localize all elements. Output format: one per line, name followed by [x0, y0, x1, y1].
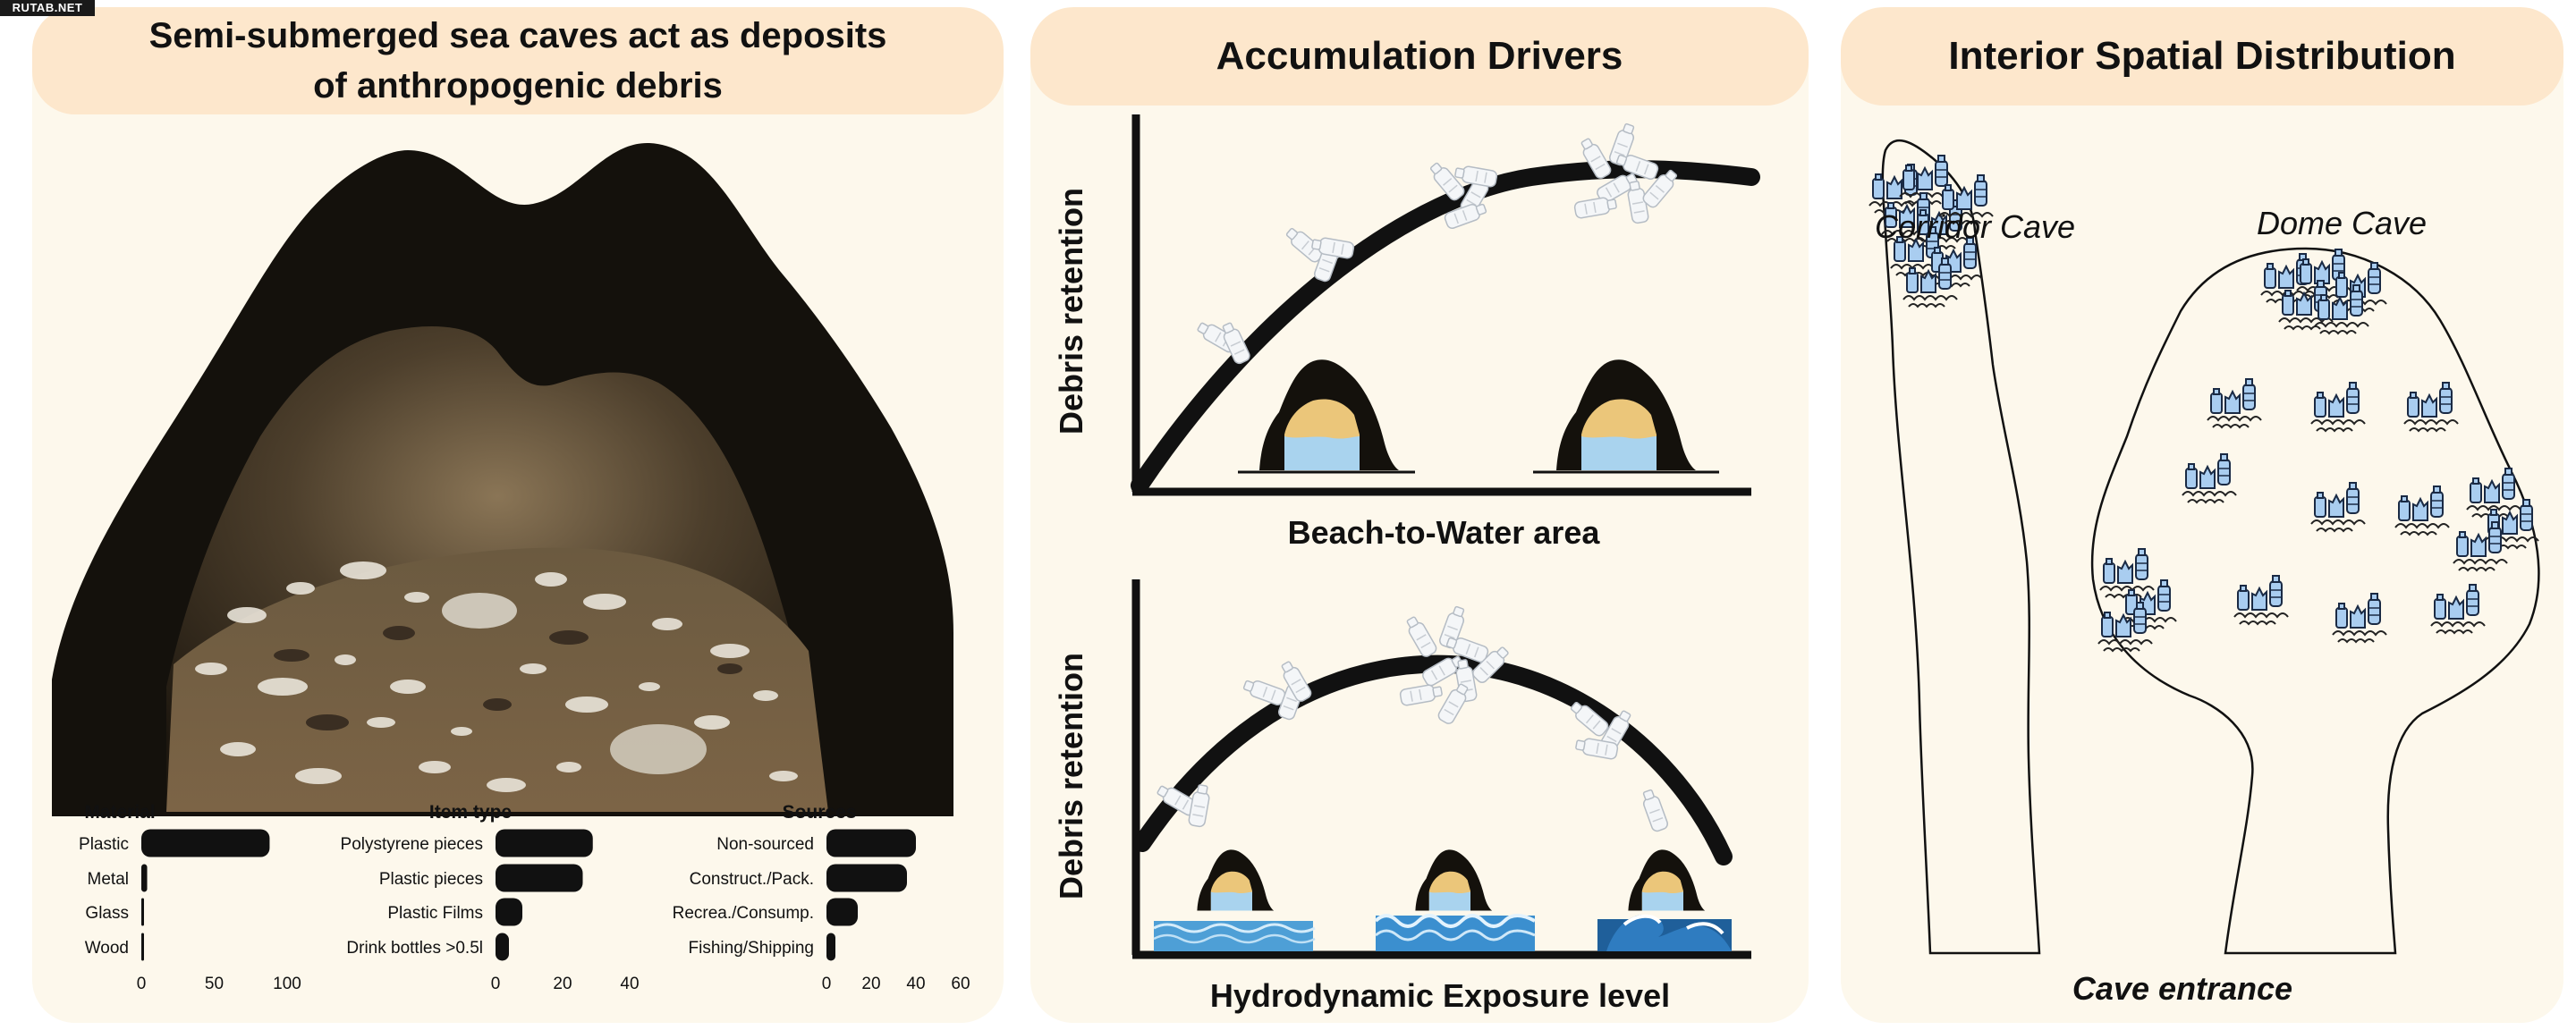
bottom-plot: Debris retention Hydrodynamic Exposure l… — [1053, 579, 1751, 1014]
panel-c-title: Interior Spatial Distribution — [1841, 7, 2563, 106]
floor-dark-rocks — [274, 626, 742, 730]
debris-pile-icon — [2394, 485, 2450, 536]
top-plot-xlabel: Beach-to-Water area — [1288, 514, 1601, 551]
bottle-cluster-high-exposure — [1639, 787, 1670, 833]
plastic-bottle-icon — [1398, 682, 1444, 707]
bar — [141, 933, 144, 961]
panel-c-graphic: Corridor Cave Dome Cave Cave entrance — [1868, 139, 2540, 1007]
plastic-bottle-icon — [1453, 164, 1499, 189]
debris-pile-icon — [2099, 548, 2155, 598]
bottle-cluster-small — [1194, 318, 1252, 367]
plastic-bottle-icon — [1402, 613, 1439, 660]
plastic-bottle-icon — [1241, 676, 1287, 707]
bar-label: Plastic pieces — [379, 870, 483, 889]
bar — [826, 898, 858, 926]
tick-label: 0 — [491, 975, 501, 993]
bar-label: Recrea./Consump. — [673, 904, 814, 923]
dome-cave-outline — [2090, 247, 2540, 955]
corridor-cave-outline — [1881, 139, 2041, 955]
bar — [496, 933, 509, 961]
panel-accumulation-drivers: Accumulation Drivers — [1030, 7, 1809, 1023]
debris-pile-icon — [2207, 378, 2262, 428]
cave-icon — [1556, 359, 1696, 470]
panel-spatial-distribution: Interior Spatial Distribution — [1841, 7, 2563, 1023]
bar-chart-title-item-type: Item type — [429, 802, 512, 823]
tick-label: 100 — [273, 975, 301, 993]
panel-a-title-line2: of anthropogenic debris — [313, 66, 723, 106]
bar-label: Plastic — [79, 835, 129, 854]
bar-label: Polystyrene pieces — [341, 835, 483, 854]
watermark: RUTAB.NET — [0, 0, 95, 16]
wave-icon — [1597, 914, 1732, 951]
tick-label: 60 — [951, 975, 970, 993]
debris-pile-icon — [2430, 584, 2486, 634]
bar — [826, 933, 835, 961]
bar — [496, 864, 583, 892]
tick-label: 40 — [906, 975, 925, 993]
bar — [141, 898, 144, 926]
top-plot-ylabel: Debris retention — [1053, 188, 1089, 435]
tick-label: 40 — [620, 975, 639, 993]
wave-icon — [1152, 919, 1317, 953]
bar-label: Construct./Pack. — [690, 870, 814, 889]
plastic-bottle-icon — [1639, 787, 1670, 833]
tick-label: 0 — [822, 975, 832, 993]
bar — [496, 898, 522, 926]
debris-pile-icon — [2310, 382, 2366, 432]
cave-icon — [1628, 849, 1706, 911]
tick-label: 20 — [861, 975, 880, 993]
wave-icon — [1374, 914, 1536, 951]
bar-chart-title-material: Material — [84, 802, 155, 823]
corridor-cave-label: Corridor Cave — [1875, 208, 2075, 245]
floor-debris — [195, 561, 798, 792]
tick-label: 0 — [137, 975, 147, 993]
bar-label: Fishing/Shipping — [689, 939, 814, 958]
top-plot: Debris retention Beach-to-Water area — [1053, 114, 1760, 551]
bottom-plot-ylabel: Debris retention — [1053, 653, 1089, 899]
bar — [496, 829, 593, 857]
panel-b-graphic: Debris retention Beach-to-Water area — [1053, 114, 1760, 1014]
dome-cave-label: Dome Cave — [2257, 205, 2427, 241]
debris-pile-icon — [2182, 453, 2237, 503]
bar-label: Drink bottles >0.5l — [346, 939, 483, 958]
panel-sea-caves: Semi-submerged sea caves act as deposits… — [32, 7, 1004, 1023]
debris-pile-icon — [1868, 164, 1924, 214]
debris-pile-icon — [2332, 593, 2387, 643]
bar — [826, 864, 907, 892]
bottom-plot-xlabel: Hydrodynamic Exposure level — [1210, 977, 1670, 1014]
bar-label: Plastic Films — [387, 904, 483, 923]
panel-a-title-line1: Semi-submerged sea caves act as deposits — [148, 16, 887, 55]
panel-b-title: Accumulation Drivers — [1030, 7, 1809, 106]
cave-icon — [1259, 359, 1399, 470]
bar-label: Wood — [85, 939, 129, 958]
cave-icon — [1415, 849, 1493, 911]
bar-chart-title-sources: Sources — [783, 802, 857, 823]
bar — [141, 864, 148, 892]
debris-pile-icon — [2233, 575, 2289, 625]
bar — [826, 829, 916, 857]
bar-label: Non-sourced — [716, 835, 814, 854]
tick-label: 50 — [205, 975, 224, 993]
bar-label: Glass — [85, 904, 129, 923]
panel-a-title: Semi-submerged sea caves act as deposits… — [32, 7, 1004, 114]
tick-label: 20 — [553, 975, 572, 993]
cave-entrance-label: Cave entrance — [2072, 970, 2292, 1007]
bar-label: Metal — [88, 870, 129, 889]
cave-icon — [1197, 849, 1275, 911]
debris-pile-icon — [2403, 382, 2459, 432]
plastic-bottle-icon — [1436, 680, 1472, 727]
bar — [141, 829, 270, 857]
dome-debris — [2097, 249, 2539, 652]
debris-pile-icon — [2453, 521, 2508, 571]
debris-pile-icon — [2310, 482, 2366, 532]
